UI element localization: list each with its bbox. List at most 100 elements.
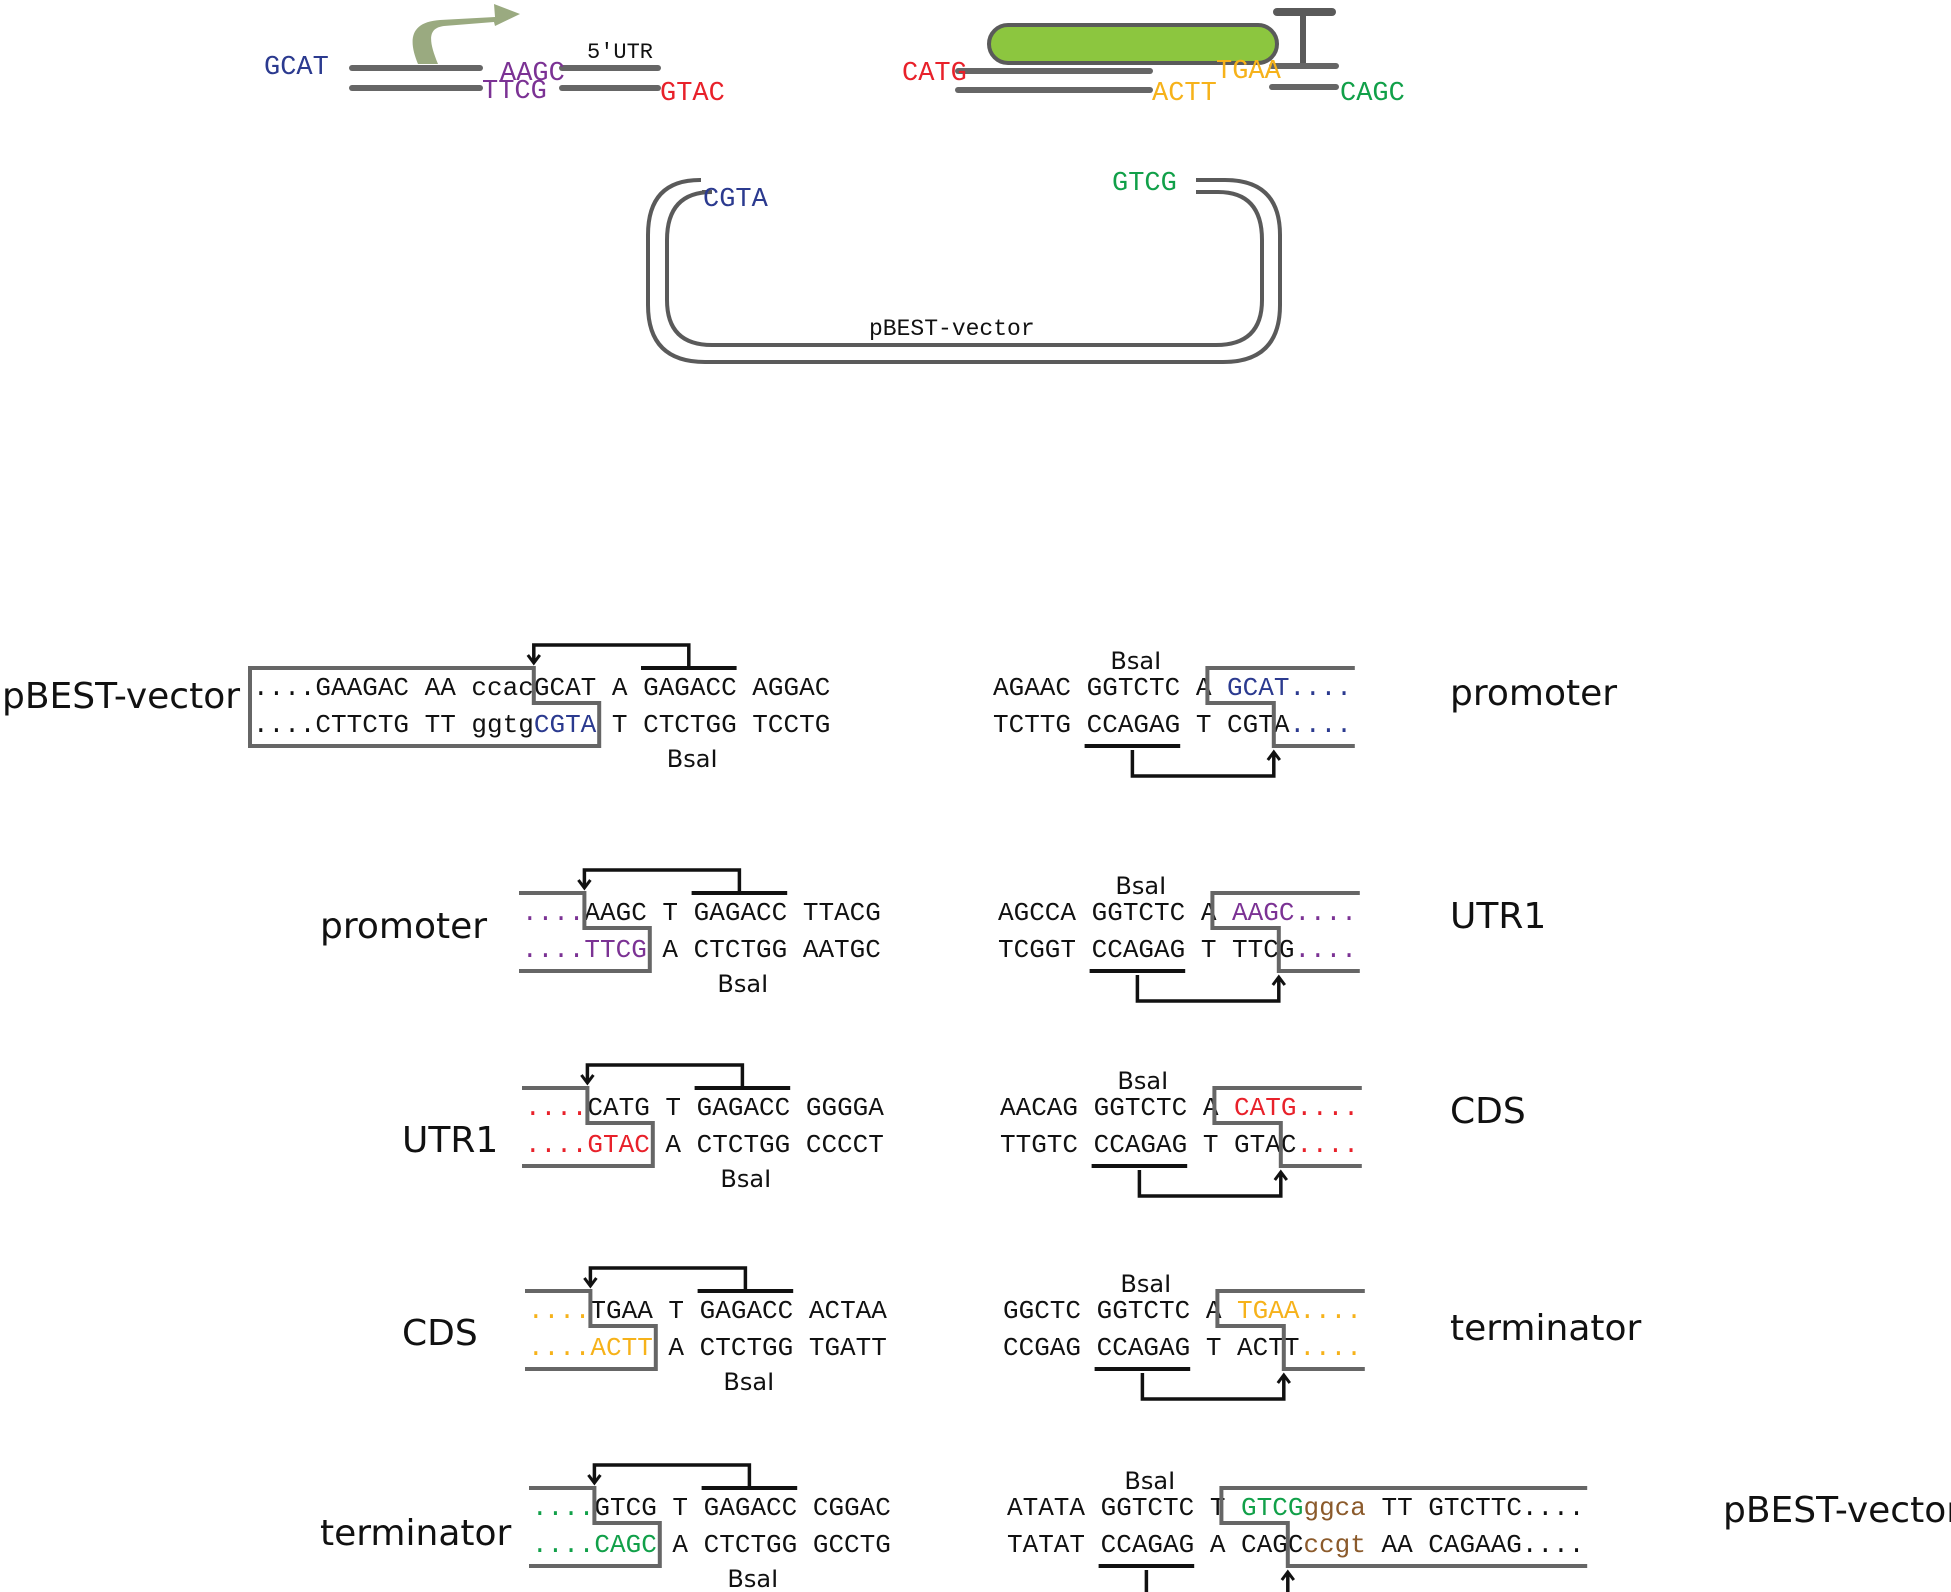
sequence-segment: ....CAGC bbox=[532, 1530, 657, 1560]
right-part-label: UTR1 bbox=[1450, 896, 1546, 937]
sequence-segment: TCTTG CCAGAG T CGTA bbox=[993, 710, 1290, 740]
sequence-segment: AGCCA GGTCTC A bbox=[998, 898, 1232, 928]
sequence-segment: CATG.... bbox=[1234, 1093, 1359, 1123]
right-bottom-strand: TATAT CCAGAG A CAGCccgt AA CAGAAG.... bbox=[1007, 1530, 1584, 1560]
terminator-part: TGAA CAGC bbox=[1216, 8, 1405, 109]
sequence-segment: .... bbox=[522, 898, 584, 928]
vector-outer-strand bbox=[646, 178, 1282, 364]
vector-label: pBEST-vector bbox=[869, 316, 1035, 342]
vector-right-overhang: GTCG bbox=[1112, 169, 1177, 199]
bsai-label: BsaI bbox=[723, 1368, 774, 1396]
sequence-segment: ....GAAGAC AA ccac bbox=[253, 673, 534, 703]
sequence-segment: .... bbox=[1299, 1333, 1361, 1363]
sequence-segment: AGAAC GGTCTC A bbox=[993, 673, 1227, 703]
sequence-segment: AAGC.... bbox=[1232, 898, 1357, 928]
right-part-label: promoter bbox=[1450, 673, 1617, 714]
bsai-label: BsaI bbox=[1115, 872, 1166, 900]
bsai-label: BsaI bbox=[1117, 1067, 1168, 1095]
bsai-label: BsaI bbox=[667, 745, 718, 773]
sequence-segment: CGTA bbox=[534, 710, 597, 740]
sequence-segment: A CTCTGG GCCTG bbox=[657, 1530, 891, 1560]
left-part-label: terminator bbox=[320, 1513, 512, 1554]
sequence-segment: .... bbox=[525, 1093, 587, 1123]
bsai-label: BsaI bbox=[727, 1565, 778, 1592]
right-top-strand: AACAG GGTCTC A CATG.... bbox=[1000, 1093, 1359, 1123]
right-part-label: pBEST-vector bbox=[1723, 1490, 1951, 1531]
right-fragment-outline bbox=[1205, 666, 1355, 748]
left-part-label: pBEST-vector bbox=[2, 676, 240, 717]
left-fragment-outline bbox=[529, 1486, 662, 1568]
arrowhead-icon bbox=[583, 1277, 598, 1289]
promoter-right-overhang: TTCG bbox=[482, 77, 547, 107]
sequence-segment: AACAG GGTCTC A bbox=[1000, 1093, 1234, 1123]
sequence-segment: .... bbox=[532, 1493, 594, 1523]
sequence-segment: ....ACTT bbox=[528, 1333, 653, 1363]
arrowhead-icon bbox=[587, 1474, 602, 1486]
parts-diagram: GCAT TTCG 5'UTR AAGC GTAC CATG ACTT bbox=[264, 4, 1405, 109]
right-fragment-outline bbox=[1215, 1289, 1365, 1371]
sequence-segment: ggca bbox=[1303, 1493, 1365, 1523]
sequence-segment: .... bbox=[1296, 1130, 1358, 1160]
utr-label: 5'UTR bbox=[587, 40, 653, 65]
arrowhead-icon bbox=[1273, 1169, 1288, 1181]
right-top-strand: AGAAC GGTCTC A GCAT.... bbox=[993, 673, 1352, 703]
sequence-segment: .... bbox=[528, 1296, 590, 1326]
sequence-segment: ccgt bbox=[1303, 1530, 1365, 1560]
sequence-segment: TTGTC CCAGAG T GTAC bbox=[1000, 1130, 1296, 1160]
cds-right-overhang: ACTT bbox=[1152, 79, 1217, 109]
sequence-segment: AA CAGAAG.... bbox=[1366, 1530, 1584, 1560]
sequence-segment: GGCTC GGTCTC A bbox=[1003, 1296, 1237, 1326]
bsai-label: BsaI bbox=[1124, 1467, 1175, 1495]
cut-site-arrow bbox=[585, 1063, 745, 1086]
sequence-segment: TGAA T GAGACC ACTAA bbox=[590, 1296, 887, 1326]
sequence-segment: GTCG T GAGACC CGGAC bbox=[594, 1493, 890, 1523]
sequence-segment: TATAT CCAGAG A CAGC bbox=[1007, 1530, 1303, 1560]
right-top-strand: GGCTC GGTCTC A TGAA.... bbox=[1003, 1296, 1362, 1326]
left-top-strand: ....AAGC T GAGACC TTACG bbox=[522, 898, 881, 928]
bsai-label: BsaI bbox=[1120, 1270, 1171, 1298]
left-bottom-strand: ....CTTCTG TT ggtgCGTA T CTCTGG TCCTG bbox=[253, 710, 830, 740]
sequence-segment: CCGAG CCAGAG T ACTT bbox=[1003, 1333, 1299, 1363]
right-part-label: terminator bbox=[1450, 1308, 1642, 1349]
right-top-strand: ATATA GGTCTC T GTCGggca TT GTCTTC.... bbox=[1007, 1493, 1584, 1523]
left-top-strand: ....CATG T GAGACC GGGGA bbox=[525, 1093, 884, 1123]
sequence-segment: A CTCTGG AATGC bbox=[647, 935, 881, 965]
cut-site-arrow bbox=[532, 643, 691, 666]
vector-inner-strand bbox=[665, 190, 1264, 347]
vector-left-overhang: CGTA bbox=[703, 185, 769, 215]
sequence-segment: CATG T GAGACC GGGGA bbox=[587, 1093, 884, 1123]
left-part-label: promoter bbox=[320, 906, 487, 947]
junctions: pBEST-vector promoter ....GAAGAC AA ccacGC… bbox=[2, 643, 1951, 1592]
right-bottom-strand: TCTTG CCAGAG T CGTA.... bbox=[993, 710, 1352, 740]
left-bottom-strand: ....TTCG A CTCTGG AATGC bbox=[522, 935, 881, 965]
left-fragment-outline bbox=[522, 1086, 655, 1168]
left-top-strand: ....GAAGAC AA ccacGCAT A GAGACC AGGAC bbox=[253, 673, 830, 703]
terminator-t-icon bbox=[1273, 8, 1336, 64]
utr-right-overhang: GTAC bbox=[660, 79, 725, 109]
promoter-arrow-icon bbox=[412, 4, 520, 64]
sequence-segment: ....TTCG bbox=[522, 935, 647, 965]
right-fragment-outline bbox=[1212, 1086, 1362, 1168]
left-part-label: UTR1 bbox=[402, 1120, 498, 1161]
left-fragment-outline bbox=[248, 666, 602, 748]
utr-left-overhang: AAGC bbox=[500, 59, 565, 89]
cut-site-arrow bbox=[1130, 750, 1276, 778]
arrowhead-icon bbox=[1280, 1569, 1295, 1581]
left-bottom-strand: ....GTAC A CTCTGG CCCCT bbox=[525, 1130, 884, 1160]
arrowhead-icon bbox=[526, 654, 541, 666]
arrowhead-icon bbox=[1276, 1372, 1291, 1384]
cut-site-arrow bbox=[1137, 1170, 1283, 1198]
utr-part: 5'UTR AAGC GTAC bbox=[500, 40, 725, 109]
sequence-segment: TCGGT CCAGAG T TTCG bbox=[998, 935, 1294, 965]
vector-diagram: CGTA GTCG pBEST-vector bbox=[646, 169, 1282, 364]
promoter-left-overhang: GCAT bbox=[264, 53, 329, 83]
cut-site-arrow bbox=[582, 868, 742, 891]
right-top-strand: AGCCA GGTCTC A AAGC.... bbox=[998, 898, 1357, 928]
right-part-label: CDS bbox=[1450, 1091, 1526, 1132]
right-bottom-strand: TCGGT CCAGAG T TTCG.... bbox=[998, 935, 1357, 965]
sequence-segment: A GAGACC AGGAC bbox=[596, 673, 830, 703]
